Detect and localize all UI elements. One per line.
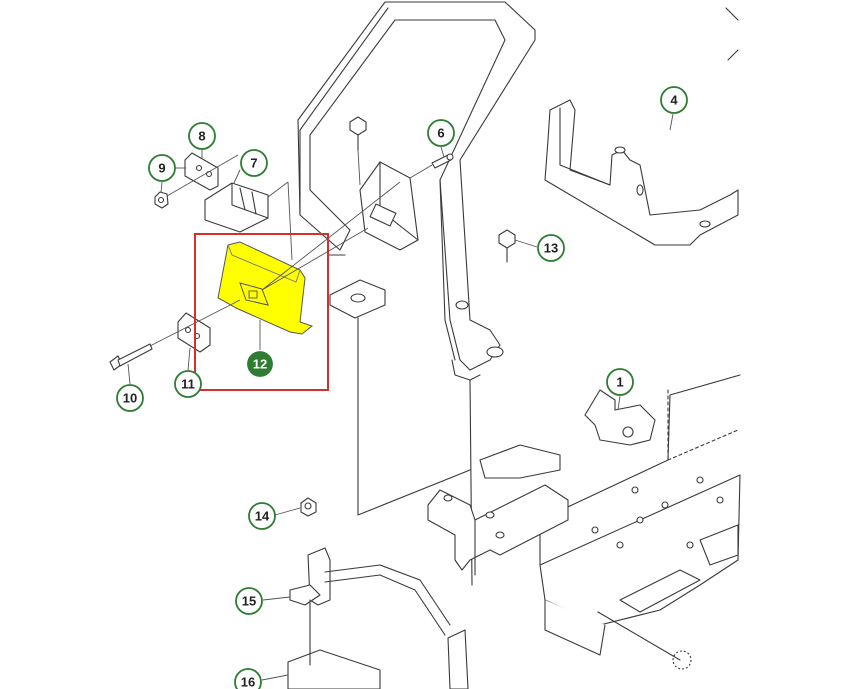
callout-12-label: 12 [253, 357, 267, 372]
callout-16-label: 16 [241, 675, 255, 689]
callout-14-label: 14 [255, 509, 270, 524]
callout-4-label: 4 [670, 93, 678, 108]
part-7-bracket [204, 182, 269, 233]
part-8-plate [184, 152, 219, 191]
callout-10[interactable]: 10 [116, 384, 144, 412]
callout-8-label: 8 [198, 129, 205, 144]
callout-6-label: 6 [437, 126, 444, 141]
callout-1[interactable]: 1 [606, 368, 634, 396]
callout-16[interactable]: 16 [234, 668, 262, 689]
callout-4[interactable]: 4 [660, 86, 688, 114]
part-6-pin [431, 153, 454, 169]
part-13-bolt [498, 229, 516, 263]
callout-14[interactable]: 14 [248, 502, 276, 530]
callout-9-label: 9 [158, 161, 165, 176]
frame-top-bolt [349, 116, 367, 151]
callout-11-label: 11 [181, 377, 195, 392]
callout-8[interactable]: 8 [188, 122, 216, 150]
callout-connectors [127, 113, 674, 681]
callout-11[interactable]: 11 [174, 370, 202, 398]
callout-12[interactable]: 12 [247, 351, 273, 377]
part-1-latch [584, 389, 656, 446]
selection-box [194, 233, 329, 391]
part-4-bracket [544, 7, 739, 246]
frame-mount-bracket [359, 161, 419, 251]
base-frame [539, 374, 741, 656]
callout-6[interactable]: 6 [427, 119, 455, 147]
callout-13-label: 13 [544, 241, 558, 256]
bottom-fastener [597, 611, 692, 670]
callout-15-label: 15 [242, 594, 256, 609]
lower-mount-bracket [427, 444, 569, 576]
part-9-nut [154, 191, 169, 209]
part-14-nut [300, 497, 317, 517]
callout-7-label: 7 [250, 156, 257, 171]
part-10-bolt [109, 343, 153, 371]
frame-foot-plate [329, 279, 386, 319]
callout-15[interactable]: 15 [235, 587, 263, 615]
callout-1-label: 1 [616, 375, 623, 390]
callout-7[interactable]: 7 [240, 149, 268, 177]
callout-9[interactable]: 9 [148, 154, 176, 182]
frame-outline [327, 254, 471, 516]
callout-13[interactable]: 13 [537, 234, 565, 262]
control-rod-assembly [287, 547, 469, 689]
callout-10-label: 10 [123, 391, 137, 406]
